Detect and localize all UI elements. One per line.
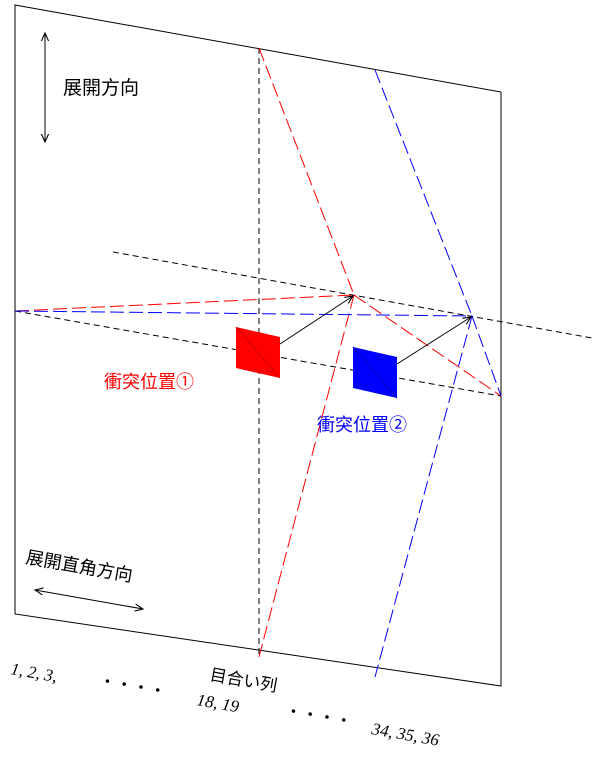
row-numbers-group-2: 18, 19 [195,690,241,716]
seam-rows-label: 目合い列 [208,665,278,697]
net-panel [14,4,502,687]
row-numbers-group-3: 34, 35, 36 [369,719,441,750]
collision-2-arrow [396,317,471,365]
collision-2-hatch [352,346,398,399]
row-numbers-dots-1: ・・・・ [97,671,167,703]
red-top-line [258,47,355,296]
perpendicular-direction-arrow [35,590,143,609]
row-numbers-group-1: 1, 2, 3, [9,659,58,686]
collision-1-label: 衝突位置① [104,372,194,393]
blue-left-line [14,310,473,317]
red-bottom-line [258,294,355,658]
red-right-line [353,294,502,397]
collision-2-label: 衝突位置② [317,415,407,436]
collision-2-lines [14,69,502,678]
collision-1-lines [14,47,502,658]
blue-bottom-line [374,315,473,678]
collision-1-hatch [235,326,281,379]
collision-1-arrow [279,296,353,345]
deploy-direction-label: 展開方向 [63,77,139,99]
blue-top-line [374,69,473,317]
horizontal-reference-line-lower [14,310,502,397]
row-numbers-dots-2: ・・・・ [283,701,353,733]
horizontal-reference-line-upper [112,251,592,339]
perpendicular-direction-label: 展開直角方向 [24,547,134,586]
blue-right-line [471,315,502,397]
red-left-line [14,294,355,312]
